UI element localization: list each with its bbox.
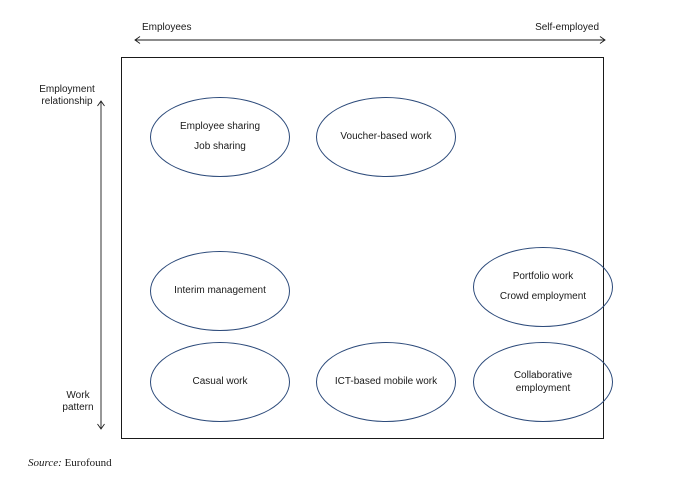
oval-text: Interim management — [174, 285, 266, 296]
oval-text: Collaborative employment — [513, 370, 573, 394]
diagram-frame — [121, 57, 604, 439]
oval-text: Voucher-based work — [340, 131, 432, 142]
horizontal-double-arrow — [134, 36, 606, 44]
axis-label-employment-relationship: Employment relationship — [39, 84, 95, 107]
source-label: Source: — [28, 457, 62, 469]
axis-label-self-employed: Self-employed — [535, 22, 599, 33]
oval-interim-management: Interim management — [150, 251, 290, 331]
oval-text: ICT-based mobile work — [334, 376, 438, 387]
source-text: Eurofound — [64, 457, 112, 469]
oval-text: Job sharing — [194, 141, 246, 152]
oval-text: Crowd employment — [499, 291, 587, 302]
oval-ict-based-mobile-work: ICT-based mobile work — [316, 342, 456, 422]
oval-text: Employee sharing — [179, 121, 261, 132]
oval-voucher-based-work: Voucher-based work — [316, 97, 456, 177]
oval-employee-sharing: Employee sharing Job sharing — [150, 97, 290, 177]
axis-label-employees: Employees — [142, 22, 192, 33]
oval-text: Portfolio work — [512, 271, 574, 282]
oval-collaborative-employment: Collaborative employment — [473, 342, 613, 422]
oval-text: Casual work — [192, 376, 248, 387]
oval-portfolio-work: Portfolio work Crowd employment — [473, 247, 613, 327]
source-note: Source: Eurofound — [28, 457, 112, 469]
vertical-double-arrow — [97, 100, 105, 430]
axis-label-work-pattern: Work pattern — [62, 390, 94, 413]
oval-casual-work: Casual work — [150, 342, 290, 422]
